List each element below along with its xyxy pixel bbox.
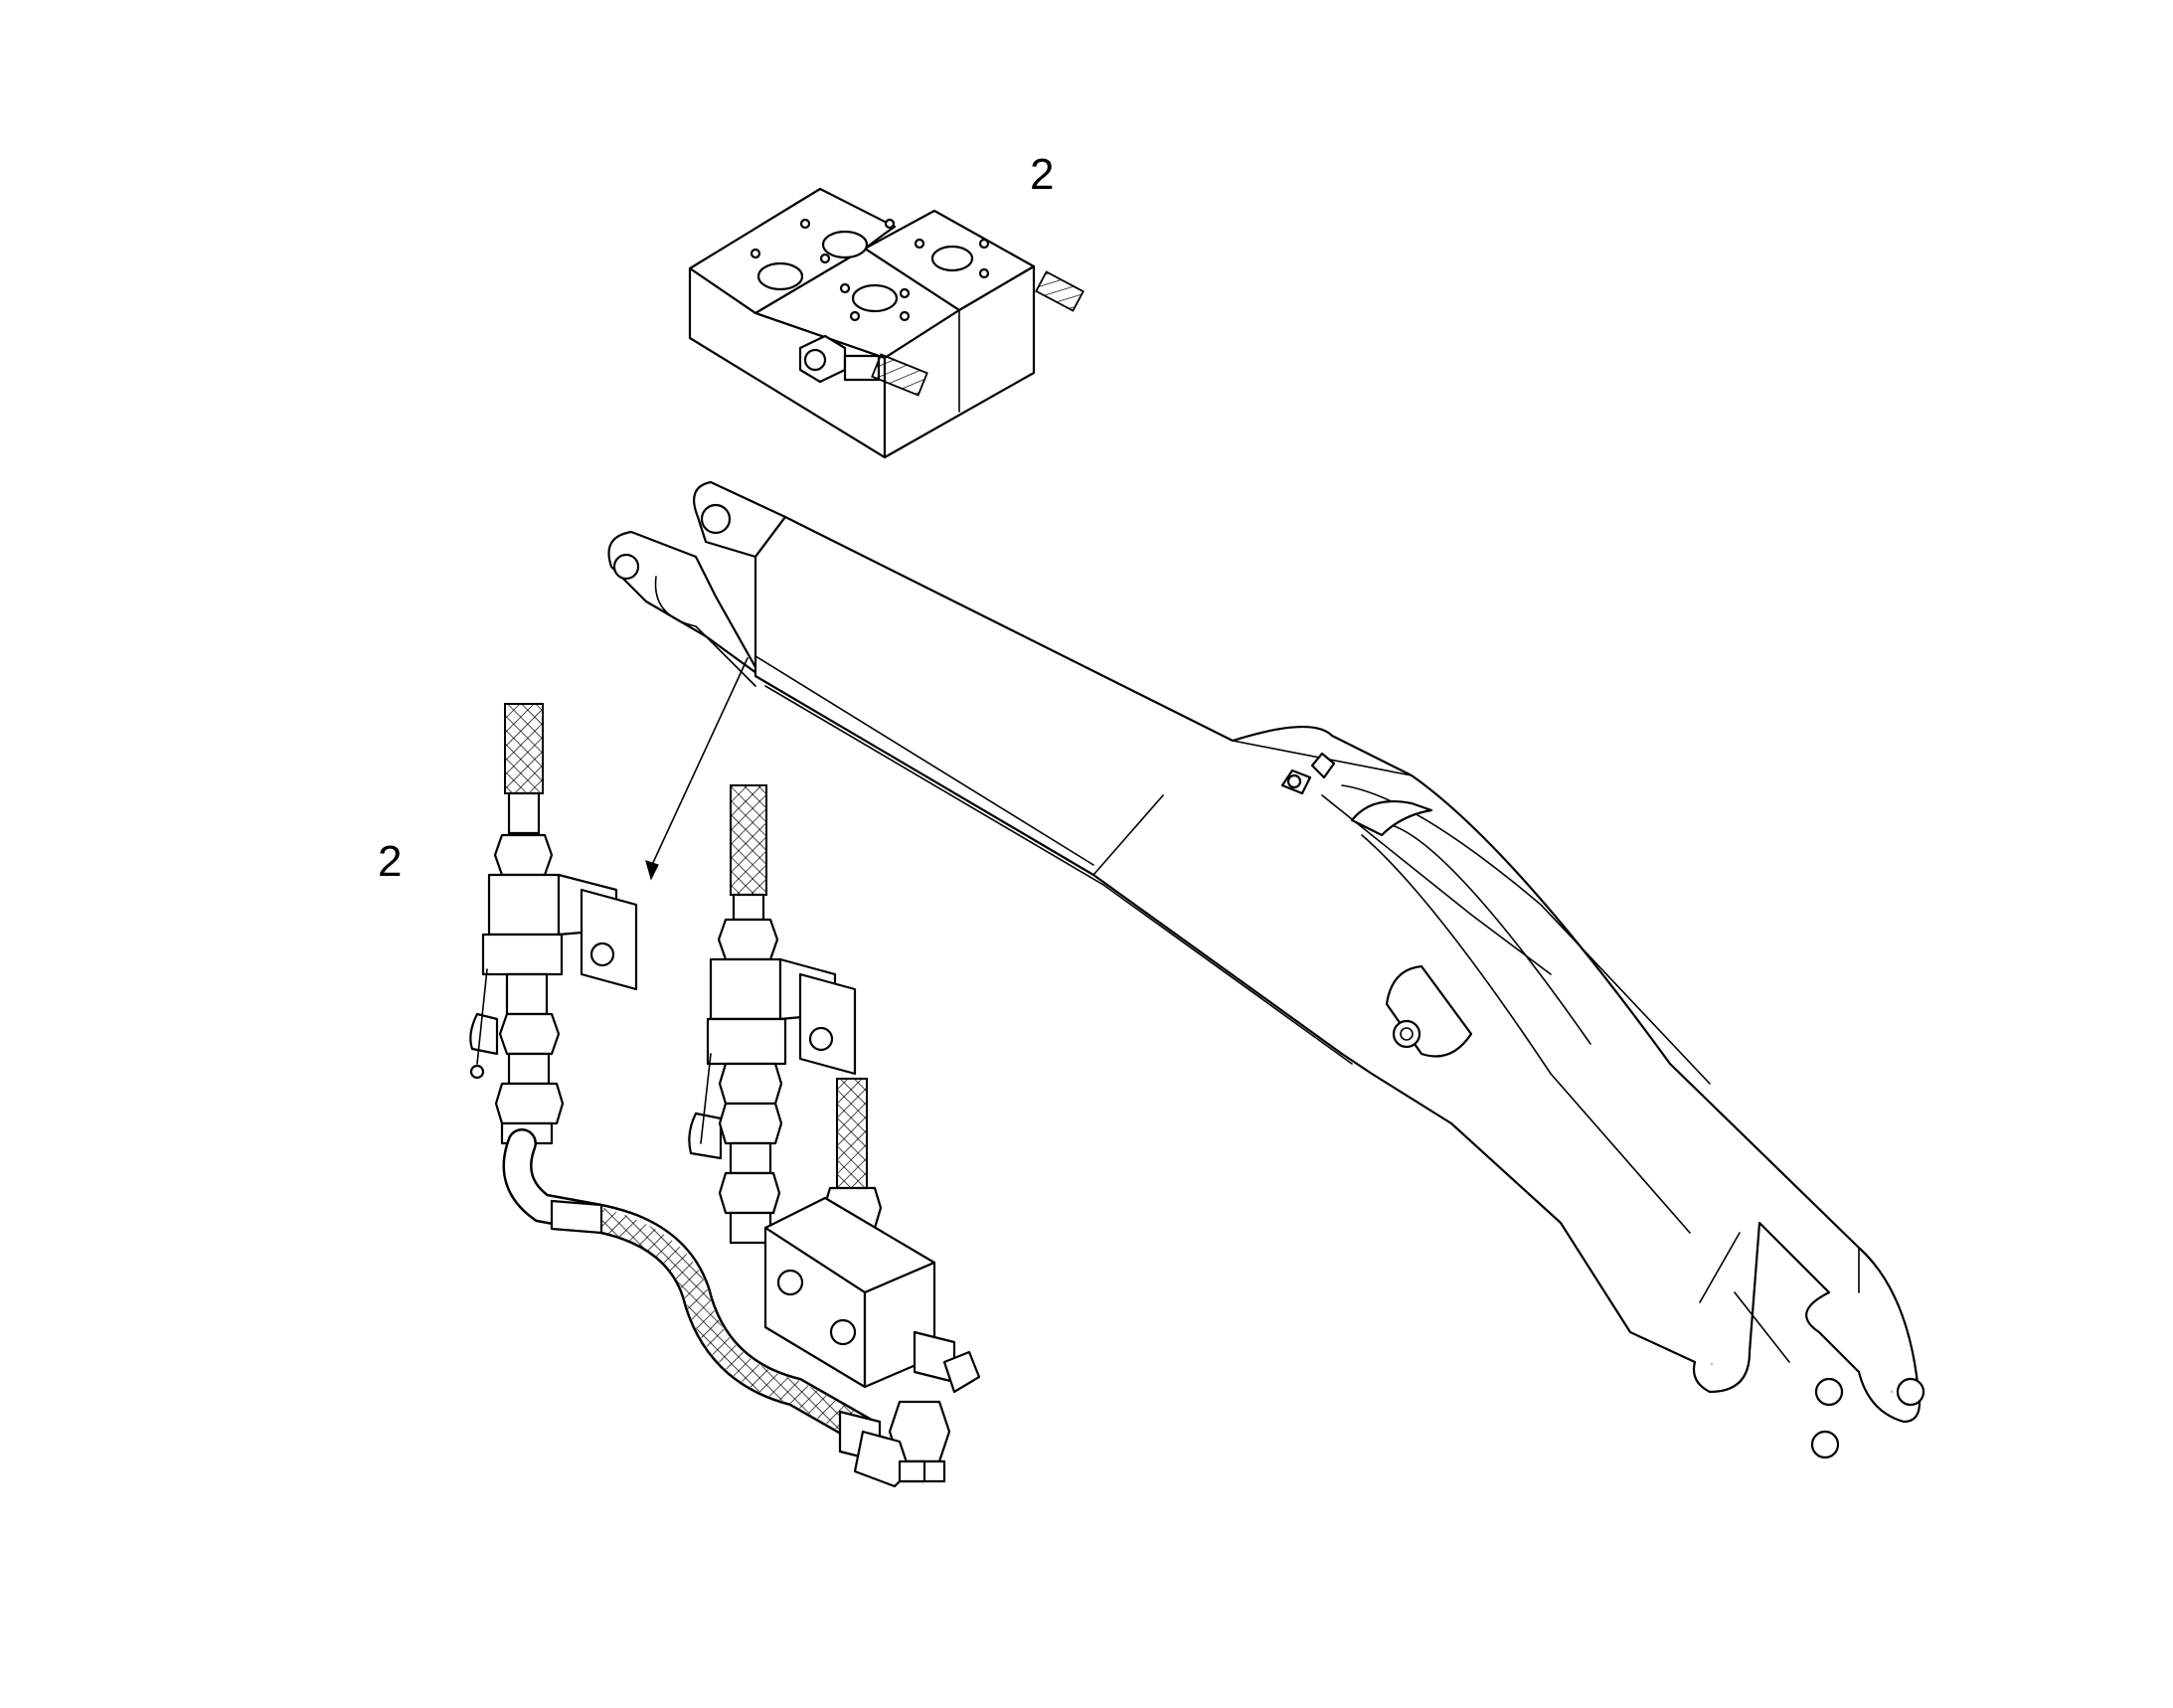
shutoff-valve-left <box>470 704 636 1143</box>
shutoff-valve-right <box>689 785 855 1243</box>
callout-label-top: 2 <box>1030 153 1054 197</box>
valve-block <box>690 189 1084 457</box>
callout-label-left: 2 <box>378 840 402 884</box>
